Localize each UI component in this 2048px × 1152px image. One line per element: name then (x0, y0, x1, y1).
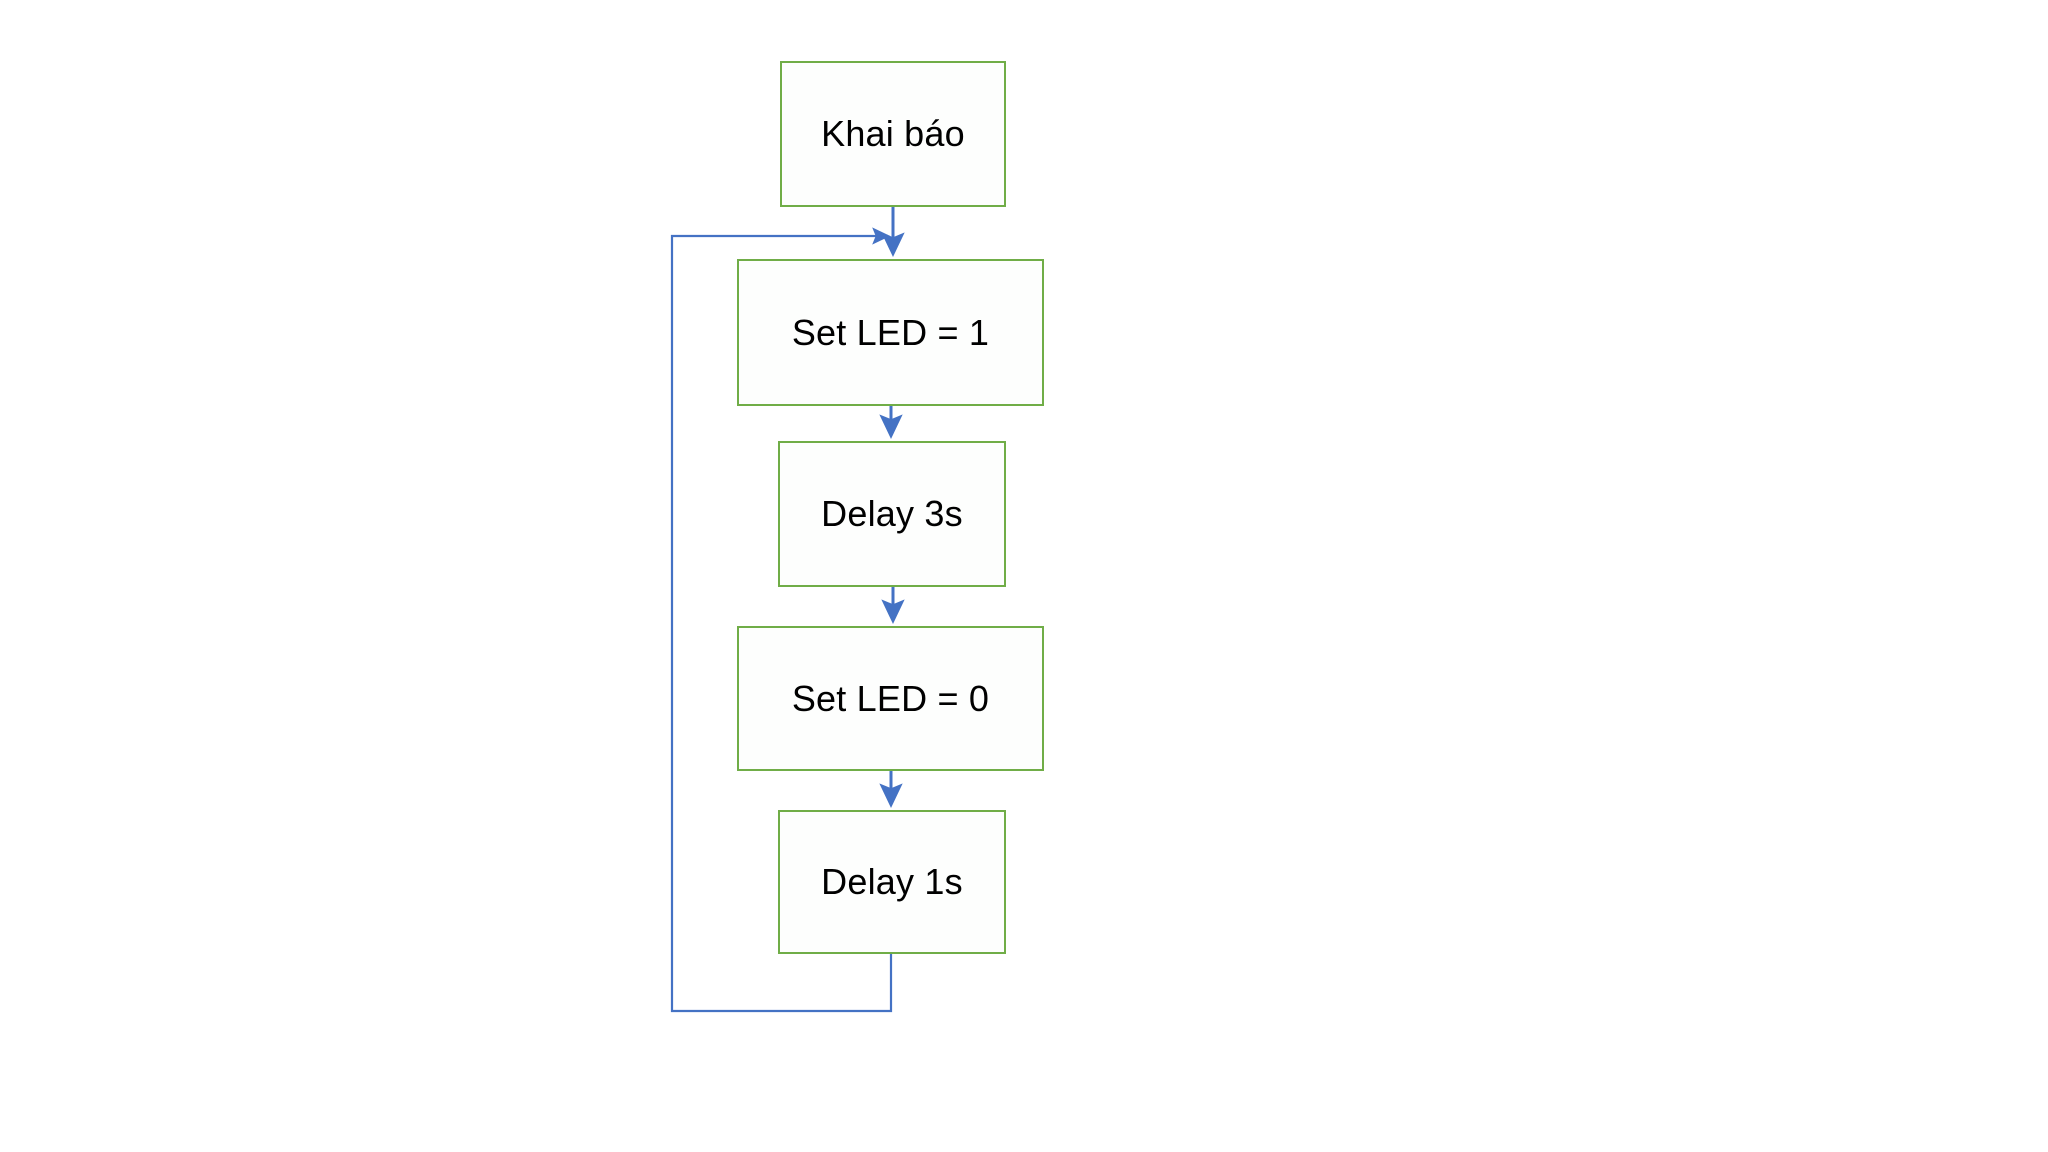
node-set-led-0[interactable]: Set LED = 0 (737, 626, 1044, 771)
node-delay-1s-label: Delay 1s (821, 861, 963, 903)
node-set-led-1[interactable]: Set LED = 1 (737, 259, 1044, 406)
node-delay-3s-label: Delay 3s (821, 493, 963, 535)
node-delay-1s[interactable]: Delay 1s (778, 810, 1006, 954)
node-set-led-1-label: Set LED = 1 (791, 311, 990, 353)
node-delay-3s[interactable]: Delay 3s (778, 441, 1006, 587)
node-khai-bao-label: Khai báo (821, 113, 965, 155)
node-set-led-0-label: Set LED = 0 (791, 677, 990, 719)
node-khai-bao[interactable]: Khai báo (780, 61, 1006, 207)
connector-loop-back (670, 227, 893, 1013)
